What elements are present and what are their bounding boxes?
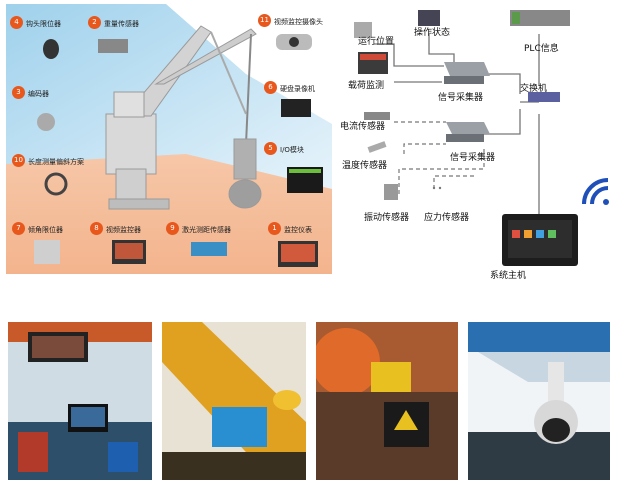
label-laser-sensor: 激光测距传感器	[182, 226, 231, 234]
system-architecture-diagram: 运行位置 操作状态 PLC信息 载荷监测 信号采集器 交换机 电流传感器 信号采…	[334, 4, 620, 281]
badge-6: 6	[264, 81, 277, 94]
badge-5: 5	[264, 142, 277, 155]
label-collector-2: 信号采集器	[450, 153, 496, 163]
device-icons	[34, 34, 323, 267]
badge-4: 4	[10, 16, 23, 29]
collector-1-icon	[444, 62, 490, 76]
badge-10: 10	[12, 154, 25, 167]
label-operation-status: 操作状态	[414, 28, 451, 38]
label-collector-1: 信号采集器	[438, 93, 484, 103]
label-video-monitor: 视频监控器	[106, 226, 141, 234]
label-run-position: 运行位置	[358, 37, 395, 47]
vibration-sensor-icon	[384, 184, 398, 200]
laser-sensor-icon	[191, 242, 227, 256]
crane-background	[6, 4, 332, 274]
label-temp-sensor: 温度传感器	[342, 161, 388, 171]
label-encoder: 编码器	[28, 90, 49, 98]
label-plc-info: PLC信息	[524, 44, 559, 54]
run-position-icon	[354, 22, 372, 38]
plc-icon	[510, 10, 570, 26]
badge-2: 2	[88, 16, 101, 29]
encoder-icon	[37, 113, 55, 131]
label-monitor-instrument: 监控仪表	[284, 226, 312, 234]
label-vibration-sensor: 振动传感器	[364, 213, 410, 223]
badge-9: 9	[166, 222, 179, 235]
photo-yellow-sensor	[316, 322, 458, 480]
stress-sensor-icon	[432, 186, 436, 190]
length-measure-icon	[44, 172, 68, 196]
wifi-icon	[582, 178, 609, 205]
temp-sensor-icon	[367, 141, 387, 153]
dvr-icon	[281, 99, 311, 117]
switch-icon	[528, 92, 560, 102]
label-length-measure: 长度测量偏斜方案	[28, 158, 84, 166]
badge-8: 8	[90, 222, 103, 235]
badge-1: 1	[268, 222, 281, 235]
architecture-devices	[354, 10, 609, 266]
label-host: 系统主机	[490, 271, 527, 281]
label-switch: 交换机	[520, 84, 548, 94]
label-weight-sensor: 重量传感器	[104, 20, 139, 28]
label-load-monitor: 载荷监测	[348, 81, 385, 91]
label-dvr: 硬盘录像机	[280, 85, 315, 93]
collector-2-icon	[446, 122, 490, 134]
badge-7: 7	[12, 222, 25, 235]
architecture-lines	[354, 10, 609, 266]
label-io-module: I/O模块	[280, 146, 304, 154]
operation-status-icon	[418, 10, 440, 26]
badge-11: 11	[258, 14, 271, 27]
badge-3: 3	[12, 86, 25, 99]
photo-cabin-monitors	[8, 322, 152, 480]
label-stress-sensor: 应力传感器	[424, 213, 470, 223]
label-hook-limiter: 钩头限位器	[26, 20, 61, 28]
crane-overview-panel: 4 钩头限位器 2 重量传感器 11 视频监控摄像头 3 编码器 6 硬盘录像机…	[6, 4, 332, 274]
photo-camera	[468, 322, 610, 480]
blue-sensor-box	[212, 407, 267, 447]
weight-sensor-icon	[98, 39, 128, 53]
tilt-limiter-icon	[34, 240, 60, 264]
label-tilt-limiter: 倾角限位器	[28, 226, 63, 234]
yellow-sensor-box	[371, 362, 411, 392]
label-current-sensor: 电流传感器	[340, 122, 386, 132]
photo-sensor-install	[162, 322, 306, 480]
label-camera: 视频监控摄像头	[274, 18, 323, 26]
current-sensor-icon	[364, 112, 390, 120]
crane-illustration	[105, 25, 262, 210]
hook-limiter-icon	[43, 39, 59, 59]
